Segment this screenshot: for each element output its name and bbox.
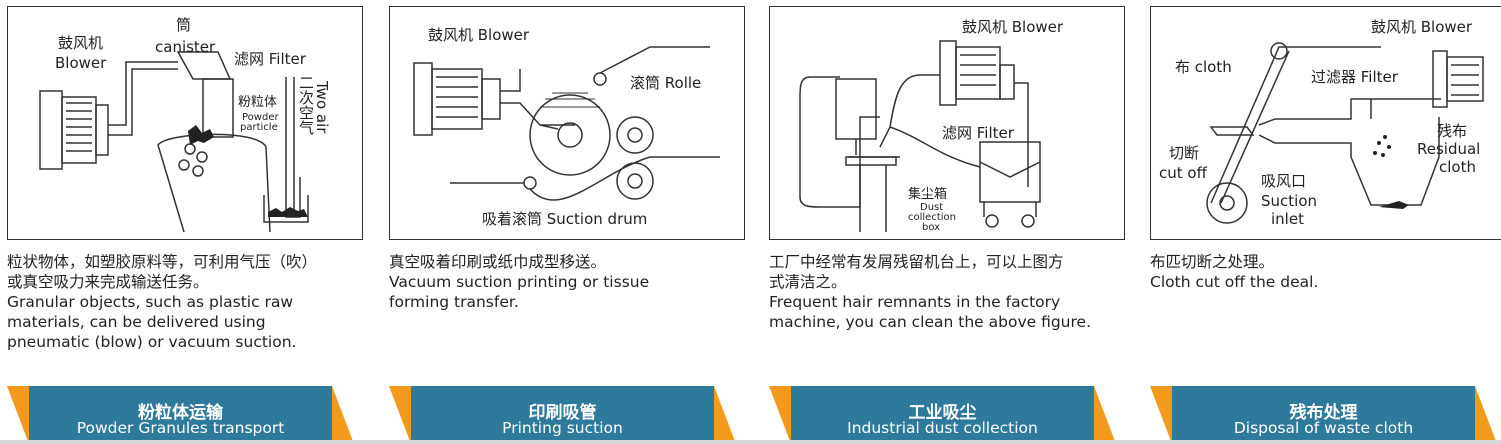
blower-label: 鼓风机 Blower xyxy=(962,18,1064,36)
residual-zh-label: 残布 xyxy=(1437,122,1468,140)
filter-label: 滤网 Filter xyxy=(234,50,306,68)
suction-drum-label: 吸着滚筒 Suction drum xyxy=(482,210,648,228)
desc-line: Granular objects, such as plastic raw xyxy=(7,293,294,311)
suction-inlet-en-label-1: Suction xyxy=(1261,192,1318,210)
banner-title-en: Powder Granules transport xyxy=(76,419,285,437)
filter-label: 过滤器 Filter xyxy=(1311,68,1398,86)
powder-en-label-2: particle xyxy=(240,122,278,133)
desc-line: machine, you can clean the above figure. xyxy=(769,313,1091,331)
desc-line: forming transfer. xyxy=(389,293,519,311)
banner-title-zh: 残布处理 xyxy=(1289,403,1358,423)
desc-line: 工厂中经常有发屑残留机台上，可以上图方 xyxy=(769,253,1064,271)
desc-line: pneumatic (blow) or vacuum suction. xyxy=(7,333,297,351)
residual-en-label-2: cloth xyxy=(1439,158,1476,176)
banner-title-en: Disposal of waste cloth xyxy=(1233,419,1414,437)
powder-zh-label: 粉粒体 xyxy=(238,95,278,110)
two-air-zh-label: 二次空气 xyxy=(297,75,315,135)
filter-label: 滤网 Filter xyxy=(942,124,1014,142)
waste-cloth-illustration xyxy=(1206,42,1484,224)
blower-label: 鼓风机 Blower xyxy=(1371,18,1473,36)
description: 真空吸着印刷或纸巾成型移送。 Vacuum suction printing o… xyxy=(389,252,757,312)
suction-inlet-en-label-2: inlet xyxy=(1271,210,1304,228)
banner-title-en: Industrial dust collection xyxy=(847,419,1038,437)
desc-line: Frequent hair remnants in the factory xyxy=(769,293,1061,311)
desc-line: 布匹切断之处理。 xyxy=(1150,253,1275,271)
dust-box-zh-label: 集尘箱 xyxy=(908,187,948,202)
banner-title-zh: 工业吸尘 xyxy=(908,403,977,423)
description: 工厂中经常有发屑残留机台上，可以上图方 式清洁之。 Frequent hair … xyxy=(769,252,1137,332)
dust-box-en-label-1: Dust xyxy=(920,202,944,213)
roller-label: 滚筒 Rolle xyxy=(630,74,702,92)
diagram-frame: 鼓风机 Blower 滚筒 Rolle 吸着滚筒 Suction drum xyxy=(389,6,745,240)
powder-transport-illustration xyxy=(39,51,309,233)
suction-inlet-zh-label: 吸风口 xyxy=(1261,172,1307,190)
powder-en-label-1: Powder xyxy=(242,112,279,123)
desc-line: 真空吸着印刷或纸巾成型移送。 xyxy=(389,253,607,271)
description: 布匹切断之处理。 Cloth cut off the deal. xyxy=(1150,252,1501,292)
desc-line: Cloth cut off the deal. xyxy=(1150,273,1319,291)
bottom-divider xyxy=(0,440,1501,444)
desc-line: 式清洁之。 xyxy=(769,273,847,291)
diagram-frame: 鼓风机 Blower 滤网 Filter 集尘箱 Dust collection… xyxy=(769,6,1125,240)
banner-powder-transport: 粉粒体运输 Powder Granules transport xyxy=(7,386,354,444)
banner-printing-suction: 印刷吸管 Printing suction xyxy=(389,386,736,444)
blower-en-label: Blower xyxy=(55,54,107,72)
canister-en-label: canister xyxy=(155,38,216,56)
desc-line: Vacuum suction printing or tissue xyxy=(389,273,650,291)
desc-line: materials, can be delivered using xyxy=(7,313,266,331)
industrial-dust-illustration xyxy=(799,40,1041,232)
dust-box-en-label-3: box xyxy=(922,222,941,233)
printing-suction-illustration xyxy=(413,46,720,201)
cloth-label: 布 cloth xyxy=(1175,58,1232,76)
description: 粒状物体，如塑胶原料等，可利用气压（吹） 或真空吸力来完成输送任务。 Granu… xyxy=(7,252,375,352)
diagram-frame: 筒 canister 鼓风机 Blower 滤网 Filter Two air … xyxy=(7,6,363,240)
blower-zh-label: 鼓风机 xyxy=(58,34,104,52)
dust-box-en-label-2: collection xyxy=(908,212,956,223)
cut-off-zh-label: 切断 xyxy=(1169,144,1200,162)
two-air-en-label: Two air xyxy=(313,81,331,134)
banner-waste-cloth: 残布处理 Disposal of waste cloth xyxy=(1150,386,1497,444)
banner-title-zh: 印刷吸管 xyxy=(528,403,597,423)
diagram-frame: 鼓风机 Blower 布 cloth 过滤器 Filter 残布 Residua… xyxy=(1150,6,1501,240)
cut-off-en-label: cut off xyxy=(1159,164,1207,182)
blower-motor xyxy=(39,90,63,170)
banner-industrial-dust: 工业吸尘 Industrial dust collection xyxy=(769,386,1116,444)
desc-line: 粒状物体，如塑胶原料等，可利用气压（吹） xyxy=(7,253,318,271)
residual-en-label-1: Residual xyxy=(1417,140,1481,158)
desc-line: 或真空吸力来完成输送任务。 xyxy=(7,273,209,291)
banner-title-zh: 粉粒体运输 xyxy=(138,403,223,423)
banner-title-en: Printing suction xyxy=(502,419,623,437)
blower-label: 鼓风机 Blower xyxy=(428,26,530,44)
canister-zh-label: 筒 xyxy=(176,16,192,34)
